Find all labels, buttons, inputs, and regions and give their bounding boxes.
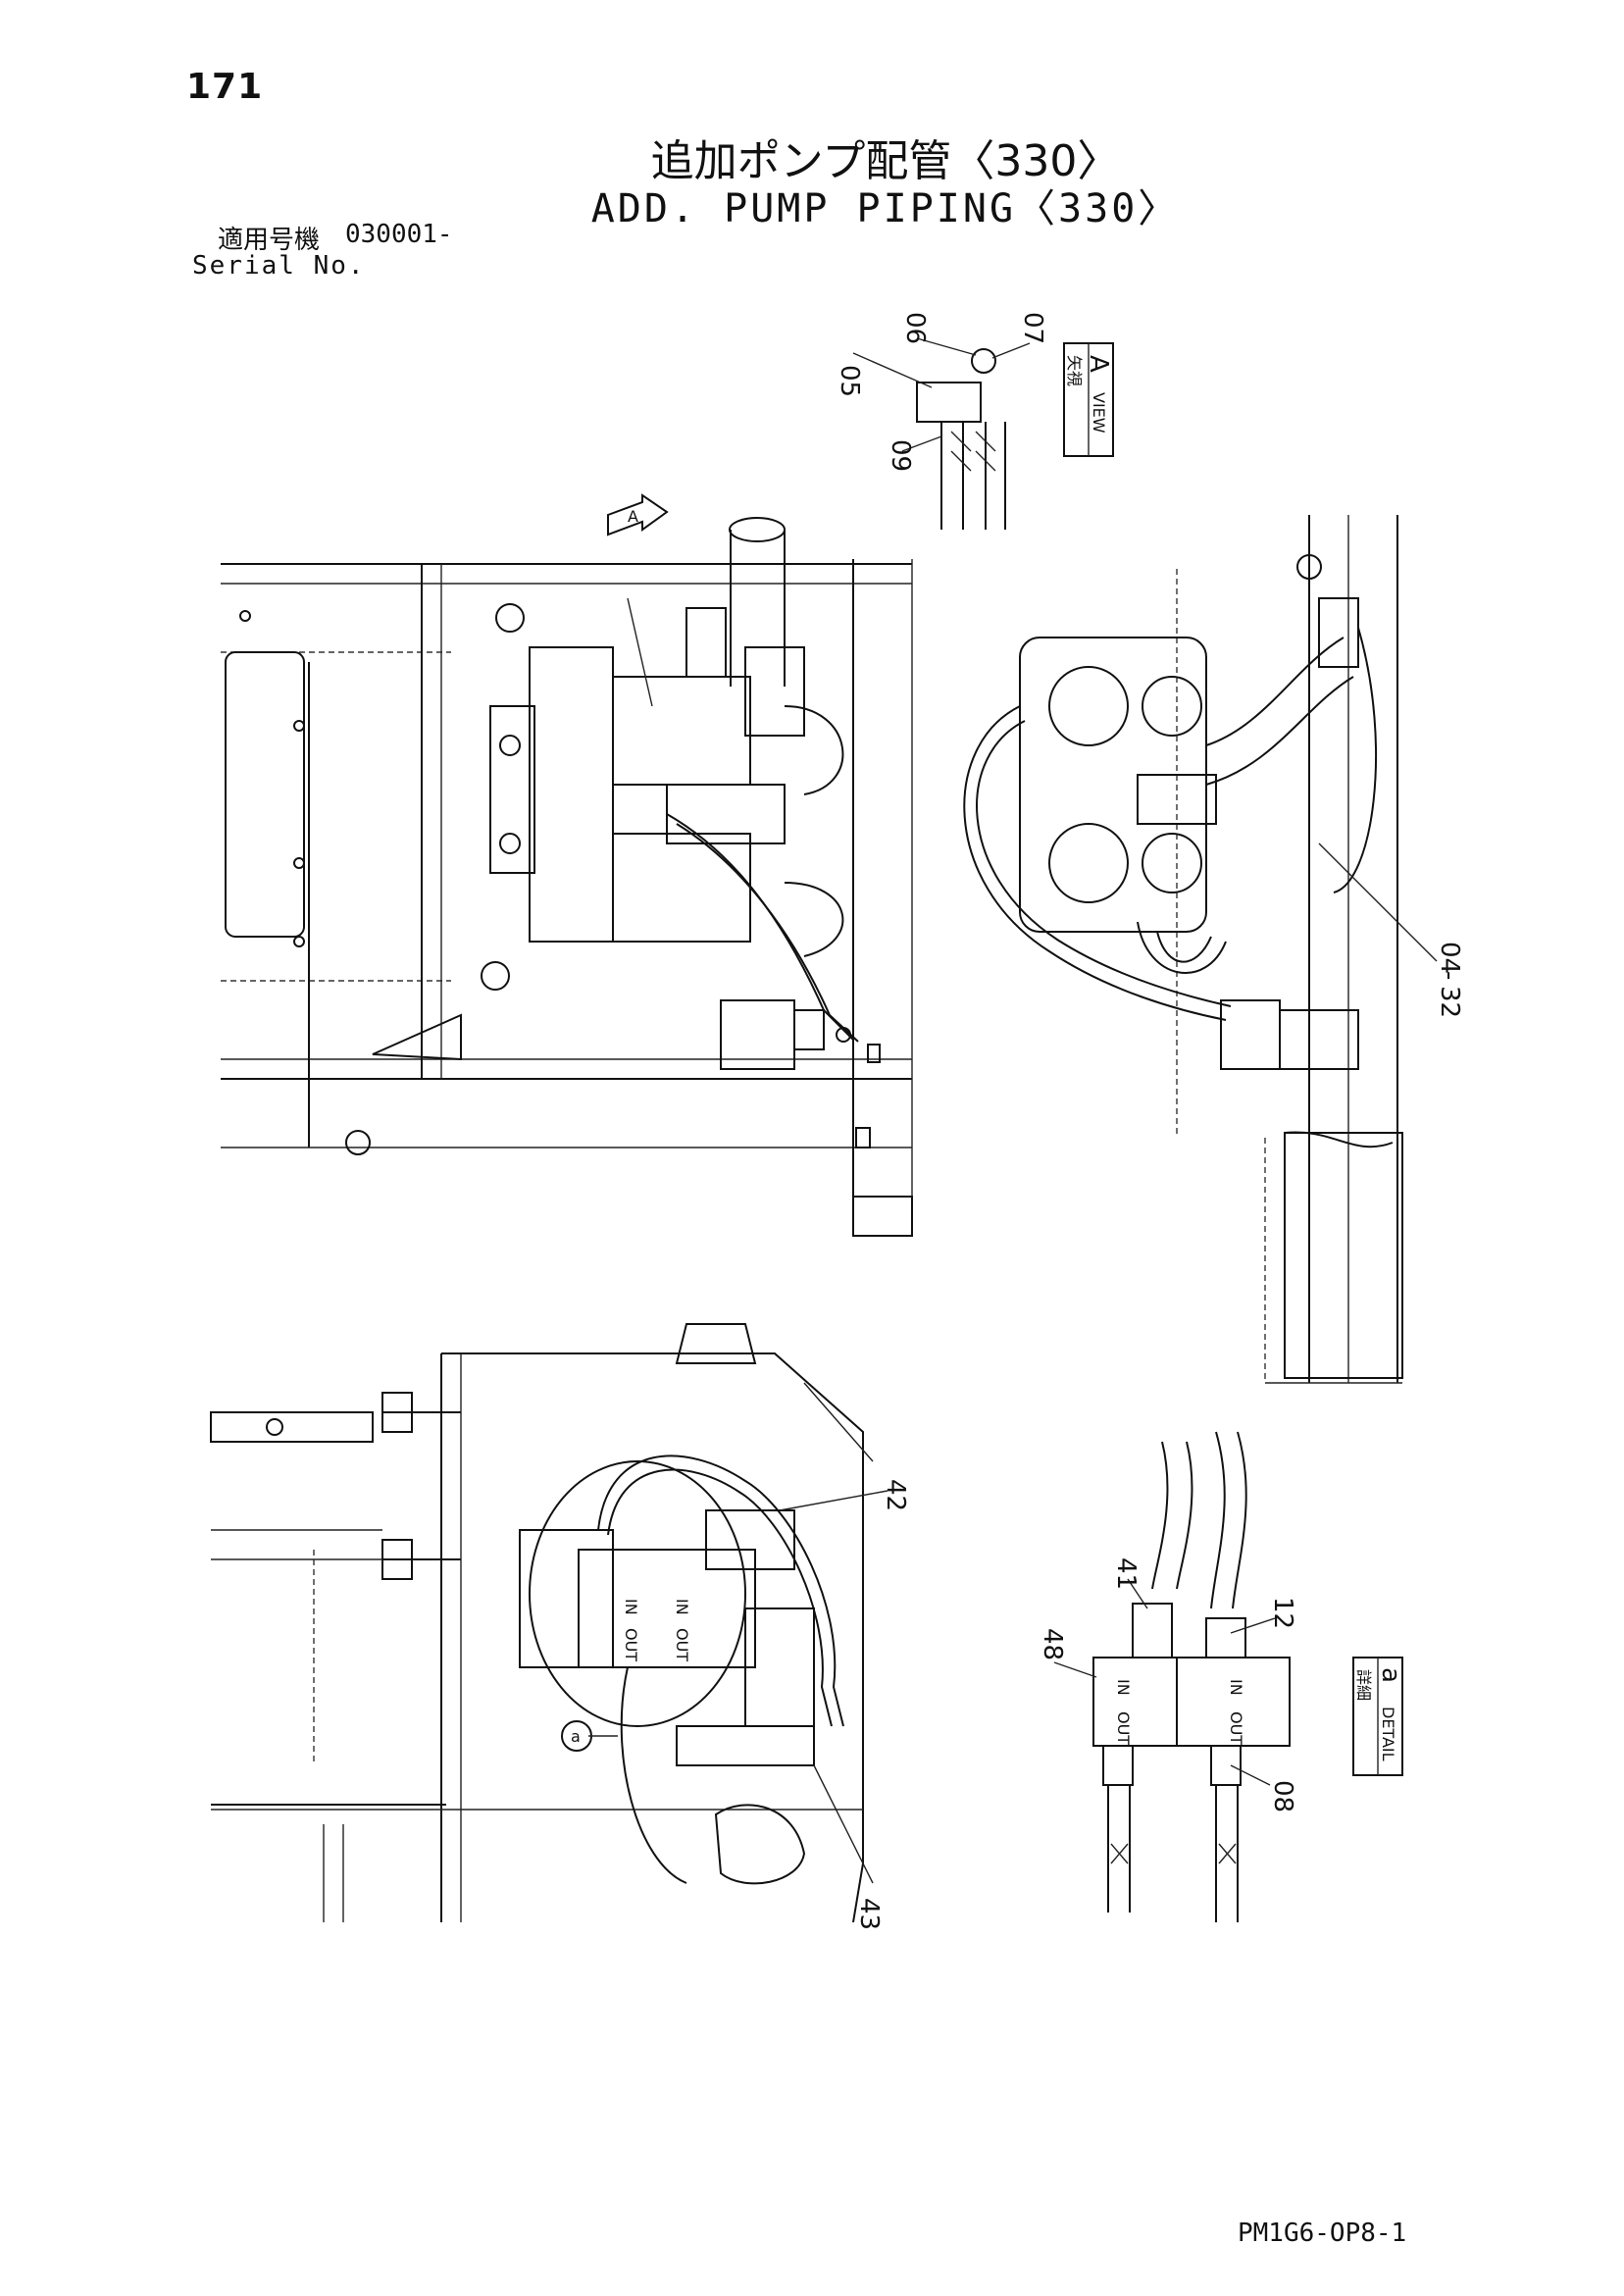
callout-06: 06 xyxy=(900,312,930,344)
side-view-frame xyxy=(1176,515,1403,1384)
view-a-arrow: A xyxy=(607,493,669,536)
side-view-pump-assembly: 04 - 32 xyxy=(963,597,1464,1070)
callout-08: 08 xyxy=(1268,1780,1297,1812)
callout-05: 05 xyxy=(835,365,864,397)
callout-48: 48 xyxy=(1038,1628,1067,1660)
main-view-pump-assembly xyxy=(489,597,881,1148)
lower-pump-port-in-2: IN xyxy=(673,1599,691,1615)
detail-a-label-box: 詳細 DETAIL a xyxy=(1352,1657,1405,1776)
detail-a-label-en: DETAIL xyxy=(1379,1707,1397,1761)
serial-label-japanese: 適用号機 xyxy=(218,226,321,255)
detail-port-out-2: OUT xyxy=(1227,1711,1245,1745)
page-title-japanese: 追加ポンプ配管〈330〉 xyxy=(650,136,1121,186)
page-title-english: ADD. PUMP PIPING〈330〉 xyxy=(590,186,1181,231)
view-a-label-en: VIEW xyxy=(1090,392,1108,434)
page-number: 171 xyxy=(186,67,264,107)
callout-04-32-bottom: 32 xyxy=(1435,986,1464,1018)
lower-view-frame xyxy=(210,1323,874,1923)
view-a-detail: 05 06 07 09 xyxy=(835,312,1047,530)
main-view-frame xyxy=(221,517,913,1237)
view-a-arrow-letter: A xyxy=(628,507,638,526)
detail-port-out-1: OUT xyxy=(1114,1711,1133,1745)
lower-pump-port-out-2: OUT xyxy=(673,1628,691,1661)
view-a-label-jp: 矢視 xyxy=(1065,355,1084,386)
lower-view-pump-assembly: IN OUT IN OUT a 42 43 xyxy=(519,1454,910,1930)
document-reference: PM1G6-OP8-1 xyxy=(1238,2219,1407,2248)
callout-09: 09 xyxy=(886,439,915,472)
callout-12: 12 xyxy=(1268,1597,1297,1629)
serial-number-value: 030001- xyxy=(345,220,453,249)
detail-port-in-1: IN xyxy=(1114,1679,1133,1696)
callout-07: 07 xyxy=(1018,312,1047,344)
detail-a-label-jp: 詳細 xyxy=(1354,1669,1373,1701)
detail-port-in-2: IN xyxy=(1227,1679,1245,1696)
view-a-label-box: 矢視 VIEW A xyxy=(1063,342,1114,457)
detail-a-assembly: IN OUT IN OUT 41 12 48 08 xyxy=(1038,1431,1297,1922)
callout-43: 43 xyxy=(854,1898,884,1930)
lower-view-detail-marker: a xyxy=(571,1727,581,1746)
lower-pump-port-in-1: IN xyxy=(622,1599,640,1615)
view-a-label-letter: A xyxy=(1084,355,1113,373)
detail-a-label-letter: a xyxy=(1376,1667,1405,1683)
callout-42: 42 xyxy=(881,1479,910,1511)
callout-04-32-top: 04 xyxy=(1435,942,1464,974)
callout-41: 41 xyxy=(1111,1557,1141,1590)
serial-label-english: Serial No. xyxy=(192,251,366,281)
lower-pump-port-out-1: OUT xyxy=(622,1628,640,1661)
callout-04-32-dash: - xyxy=(1435,971,1464,980)
